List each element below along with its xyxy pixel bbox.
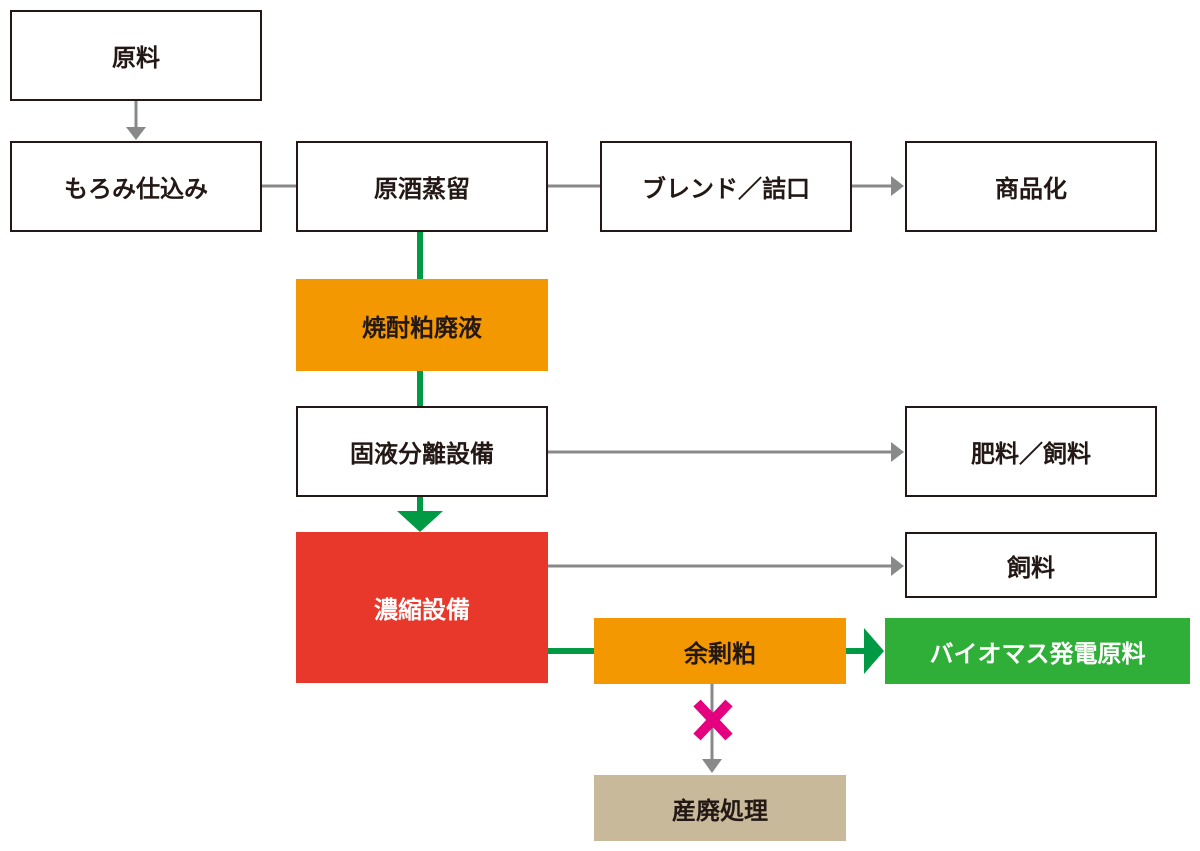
- node-concentration-equipment: 濃縮設備: [296, 532, 548, 683]
- node-blend-bottling-label: ブレンド／詰口: [642, 175, 810, 203]
- node-feed-label: 飼料: [1007, 553, 1055, 582]
- node-concentration-equipment-label: 濃縮設備: [374, 596, 470, 624]
- cross-mark-icon: [693, 699, 733, 741]
- arrowhead-raw-to-moromi: [126, 127, 146, 140]
- node-separation-equipment-label: 固液分離設備: [350, 440, 494, 468]
- node-feed: 飼料: [905, 532, 1157, 598]
- node-commercialization-label: 商品化: [995, 175, 1067, 203]
- node-distillation-label: 原酒蒸留: [374, 175, 470, 203]
- node-surplus-residue-label: 余剰粕: [684, 639, 756, 668]
- node-raw-material-label: 原料: [112, 44, 160, 72]
- node-moromi-label: もろみ仕込み: [64, 175, 208, 203]
- node-fertilizer-feed-label: 肥料／飼料: [971, 440, 1091, 468]
- arrowhead-surplus-to-biomass: [864, 628, 884, 674]
- node-blend-bottling: ブレンド／詰口: [600, 141, 852, 232]
- node-raw-material: 原料: [10, 10, 262, 101]
- arrowhead-blend-to-product: [891, 176, 904, 196]
- node-fertilizer-feed: 肥料／飼料: [905, 406, 1157, 497]
- arrowhead-separator-to-fertilizer: [891, 442, 904, 462]
- node-separation-equipment: 固液分離設備: [296, 406, 548, 497]
- arrowhead-concentrator-to-feed: [891, 556, 904, 576]
- arrowhead-separator-to-concentrator: [397, 511, 443, 532]
- node-distillation: 原酒蒸留: [296, 141, 548, 232]
- node-shochu-waste-label: 焼酎粕廃液: [362, 313, 482, 342]
- arrowhead-surplus-to-disposal: [702, 759, 722, 773]
- node-industrial-disposal-label: 産廃処理: [672, 796, 768, 825]
- node-industrial-disposal: 産廃処理: [594, 775, 846, 841]
- node-surplus-residue: 余剰粕: [594, 618, 846, 684]
- node-commercialization: 商品化: [905, 141, 1157, 232]
- node-biomass-fuel: バイオマス発電原料: [885, 618, 1190, 684]
- node-biomass-fuel-label: バイオマス発電原料: [929, 639, 1146, 668]
- node-moromi: もろみ仕込み: [10, 141, 262, 232]
- node-shochu-waste: 焼酎粕廃液: [296, 279, 548, 371]
